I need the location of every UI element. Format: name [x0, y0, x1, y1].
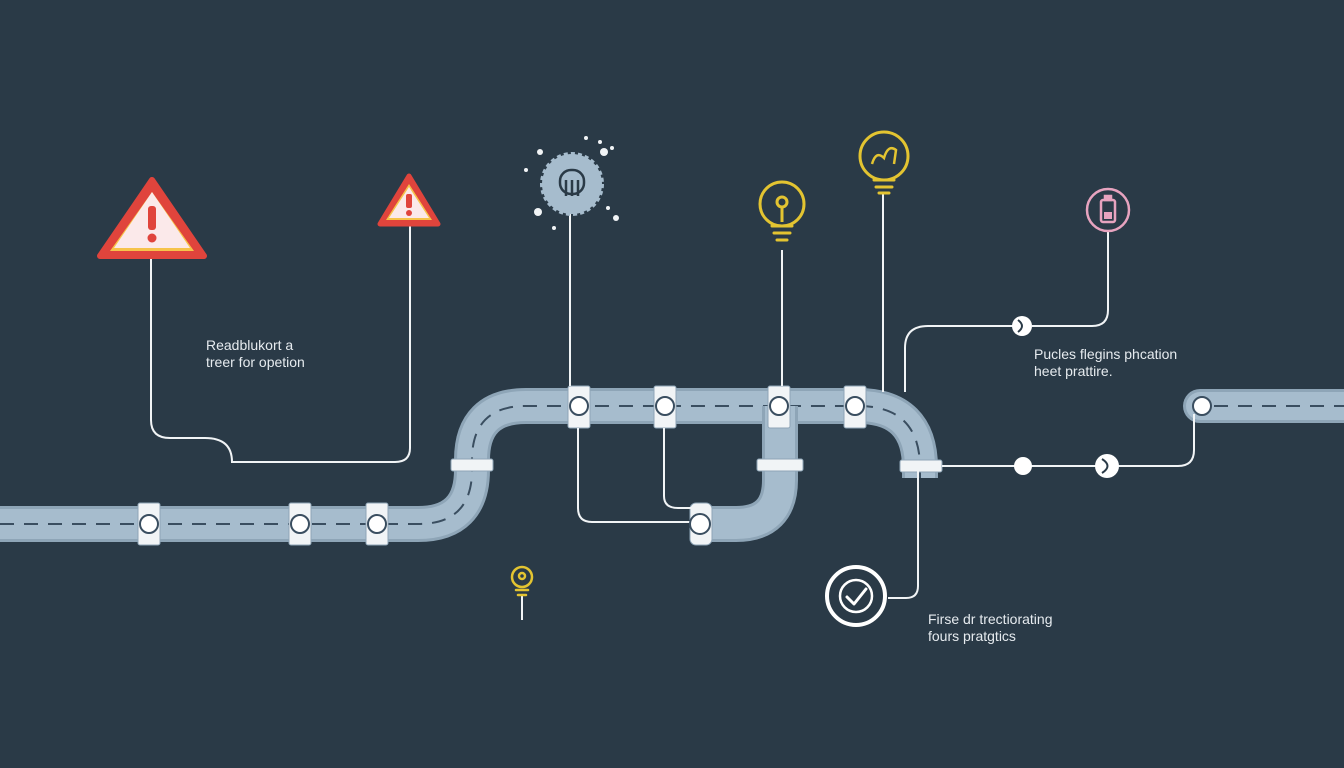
- right-top-label-line1: Pucles flegins phcation: [1034, 346, 1177, 362]
- check-circle-icon: [825, 565, 887, 627]
- bottom-right-label-line1: Firse dr trectiorating: [928, 611, 1052, 627]
- bottom-right-label-line2: fours pratgtics: [928, 628, 1016, 644]
- roadblock-label: Readblukort a treer for opetion: [206, 337, 305, 370]
- branch-pipe: [700, 406, 798, 542]
- connector-nodes: [139, 316, 1212, 535]
- roadblock-label-line1: Readblukort a: [206, 337, 293, 353]
- roadblock-label-line2: treer for opetion: [206, 354, 305, 370]
- right-top-label-line2: heet prattire.: [1034, 363, 1113, 379]
- battery-icon: [1085, 187, 1131, 233]
- warning-left-icon: [97, 177, 207, 259]
- bottom-right-label: Firse dr trectiorating fours pratgtics: [928, 611, 1052, 644]
- warning-right-icon: [377, 173, 441, 227]
- main-pipe: [0, 388, 938, 542]
- lightbulb-mid-icon: [758, 180, 806, 242]
- lightbulb-small-icon: [510, 565, 534, 597]
- right-top-label: Pucles flegins phcation heet prattire.: [1034, 346, 1177, 379]
- connector-lines: [150, 194, 1195, 620]
- lightbulb-top-icon: [858, 130, 910, 195]
- gear-icon: [524, 136, 619, 230]
